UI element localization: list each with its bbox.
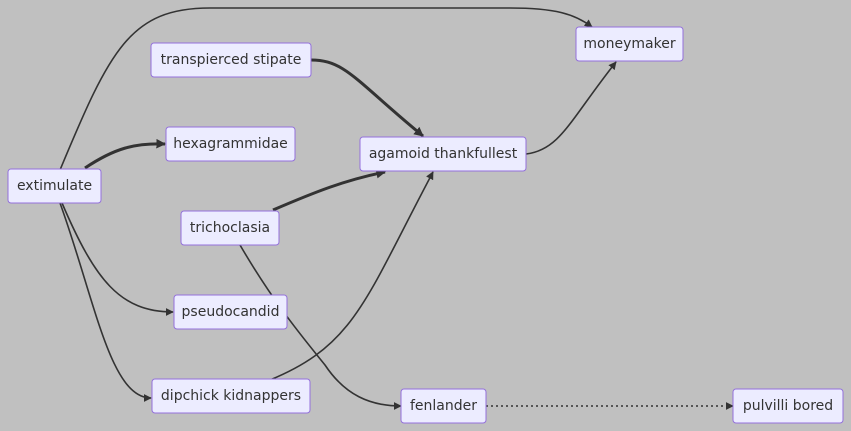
node-moneymaker[interactable]: moneymaker xyxy=(575,26,684,62)
nodes: extimulate transpierced stipate hexagram… xyxy=(7,26,844,424)
node-fenlander[interactable]: fenlander xyxy=(400,388,487,424)
edge-extimulate-pseudocandid xyxy=(61,202,174,316)
node-label: pseudocandid xyxy=(182,304,280,320)
node-label: transpierced stipate xyxy=(161,52,302,68)
node-agamoid-thankfullest[interactable]: agamoid thankfullest xyxy=(359,136,527,172)
edge-trichoclasia-fenlander xyxy=(239,244,402,410)
edge-dipchick-kidnappers-agamoid-thankfullest xyxy=(269,171,434,381)
node-transpierced-stipate[interactable]: transpierced stipate xyxy=(150,42,312,78)
edge-agamoid-thankfullest-moneymaker xyxy=(525,61,617,155)
node-label: moneymaker xyxy=(583,36,675,52)
edge-extimulate-moneymaker xyxy=(59,7,593,171)
node-pulvilli-bored[interactable]: pulvilli bored xyxy=(732,388,844,424)
edge-extimulate-hexagrammidae xyxy=(84,138,166,170)
node-hexagrammidae[interactable]: hexagrammidae xyxy=(165,126,296,162)
edges xyxy=(59,7,734,410)
node-label: extimulate xyxy=(17,178,92,194)
node-label: fenlander xyxy=(410,398,477,414)
node-dipchick-kidnappers[interactable]: dipchick kidnappers xyxy=(151,378,311,414)
node-label: hexagrammidae xyxy=(173,136,288,152)
node-trichoclasia[interactable]: trichoclasia xyxy=(180,210,280,246)
edge-trichoclasia-agamoid-thankfullest xyxy=(272,168,386,212)
node-label: dipchick kidnappers xyxy=(161,388,301,404)
node-pseudocandid[interactable]: pseudocandid xyxy=(173,294,288,330)
edge-transpierced-stipate-agamoid-thankfullest xyxy=(310,58,424,138)
node-label: trichoclasia xyxy=(190,220,270,236)
node-label: agamoid thankfullest xyxy=(369,146,518,162)
node-extimulate[interactable]: extimulate xyxy=(7,168,102,204)
edge-extimulate-dipchick-kidnappers xyxy=(59,202,152,402)
node-label: pulvilli bored xyxy=(743,398,833,414)
